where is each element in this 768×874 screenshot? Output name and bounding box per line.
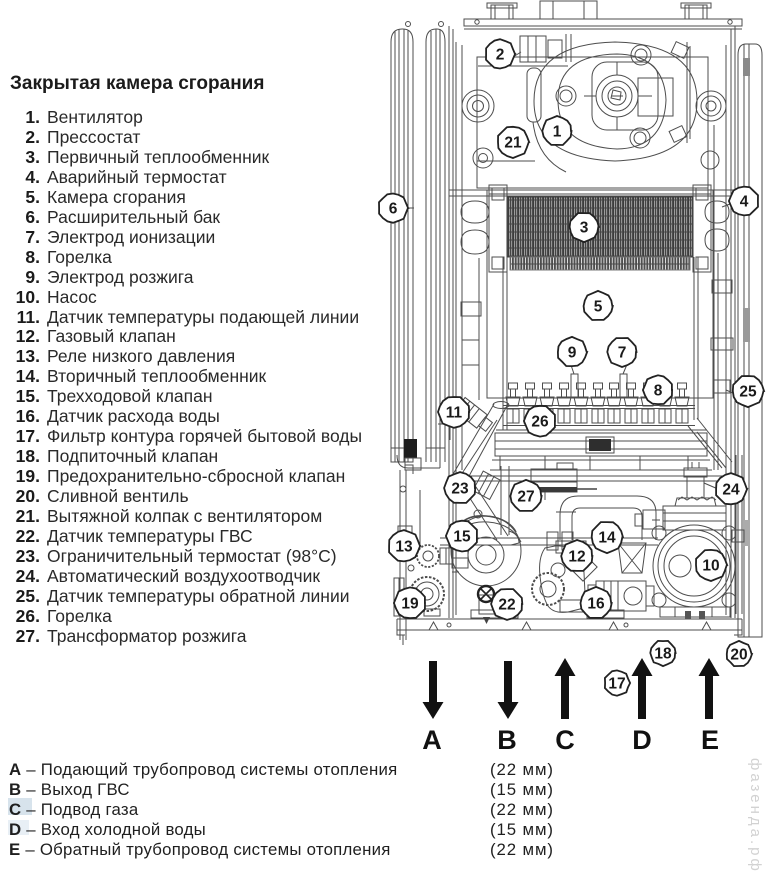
svg-text:3: 3 xyxy=(580,220,589,237)
svg-text:21: 21 xyxy=(504,135,522,152)
svg-text:4: 4 xyxy=(740,194,749,211)
svg-text:1: 1 xyxy=(553,124,562,141)
svg-text:11: 11 xyxy=(446,405,463,422)
svg-text:7: 7 xyxy=(618,345,627,362)
svg-text:27: 27 xyxy=(517,489,534,506)
svg-text:14: 14 xyxy=(598,530,616,547)
svg-text:10: 10 xyxy=(702,558,719,575)
svg-text:5: 5 xyxy=(594,299,603,316)
svg-text:24: 24 xyxy=(722,482,740,499)
svg-text:8: 8 xyxy=(654,383,663,400)
svg-text:19: 19 xyxy=(401,596,419,613)
svg-text:12: 12 xyxy=(568,549,585,566)
svg-text:2: 2 xyxy=(496,47,505,64)
svg-text:18: 18 xyxy=(654,646,672,663)
svg-text:17: 17 xyxy=(608,676,625,693)
svg-text:15: 15 xyxy=(453,529,471,546)
svg-text:13: 13 xyxy=(395,539,413,556)
svg-text:23: 23 xyxy=(451,481,469,498)
svg-text:20: 20 xyxy=(730,647,747,664)
svg-text:22: 22 xyxy=(498,597,515,614)
svg-text:26: 26 xyxy=(531,414,549,431)
svg-text:9: 9 xyxy=(568,345,577,362)
svg-text:6: 6 xyxy=(389,201,398,218)
svg-text:25: 25 xyxy=(739,384,757,401)
svg-text:16: 16 xyxy=(587,596,605,613)
